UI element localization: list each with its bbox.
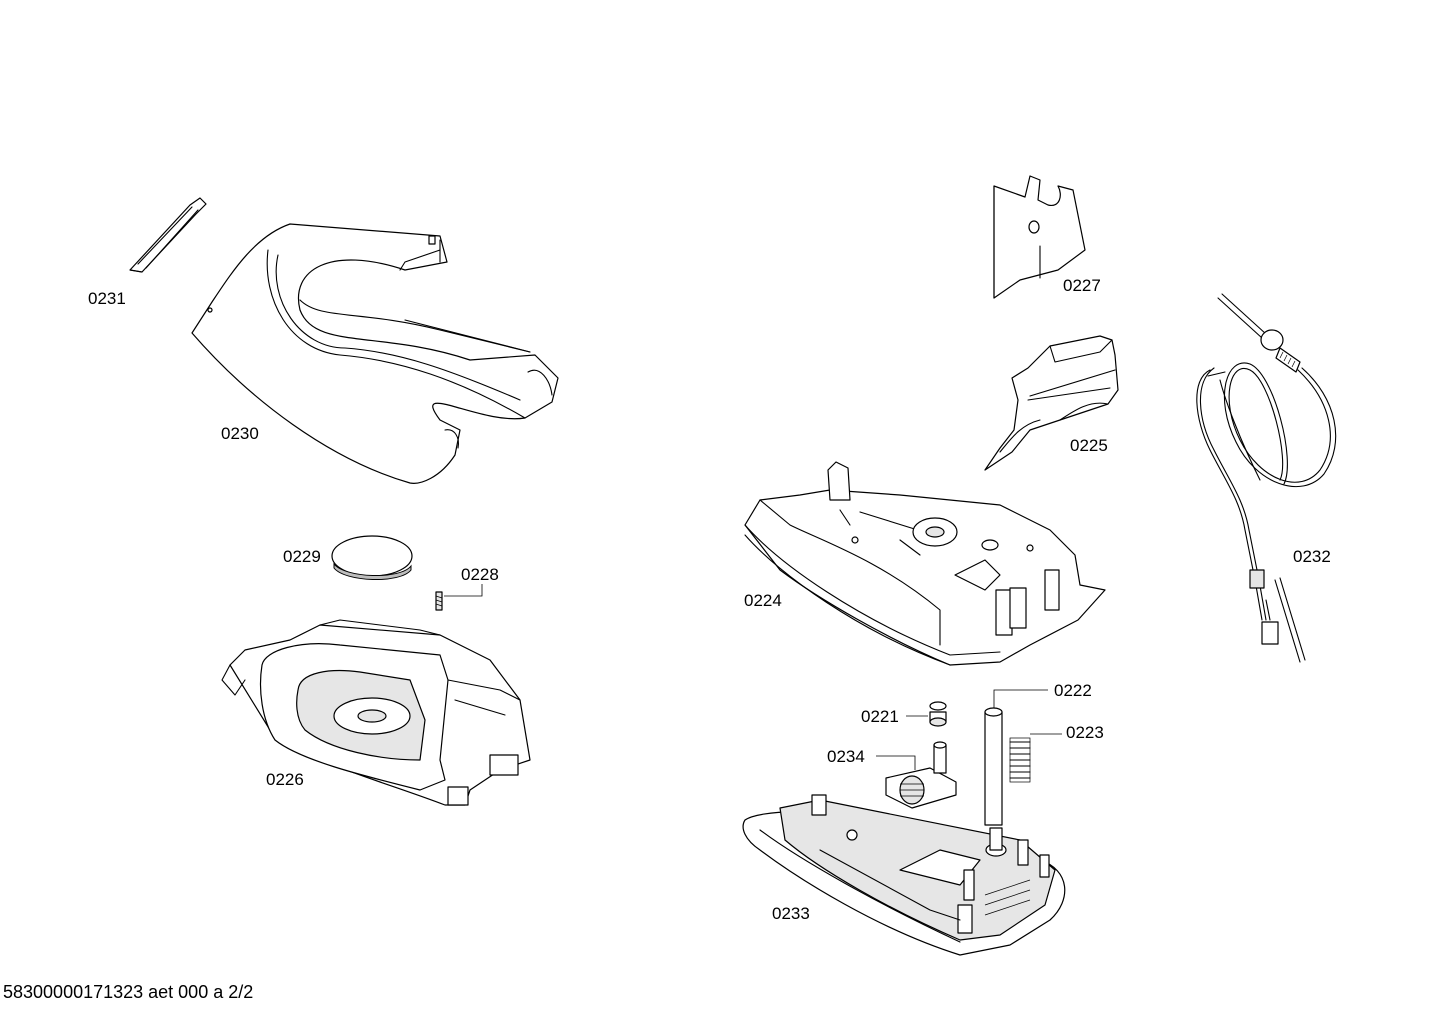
label-0227: 0227: [1063, 276, 1101, 295]
label-0225: 0225: [1070, 436, 1108, 455]
part-0226-handle-base: [221, 619, 531, 806]
part-0231-clip: [129, 197, 207, 273]
label-0226: 0226: [266, 770, 304, 789]
label-0222: 0222: [1054, 681, 1092, 700]
part-0222-tube: [984, 689, 1048, 826]
part-0225-front-cover: [984, 335, 1119, 471]
part-0229-disc: [331, 535, 413, 580]
part-0232-power-cord: [1196, 293, 1337, 663]
part-0221-washer: [906, 701, 947, 727]
label-0231: 0231: [88, 289, 126, 308]
label-0232: 0232: [1293, 547, 1331, 566]
part-0230-handle-cover: [191, 223, 559, 484]
label-0221: 0221: [861, 707, 899, 726]
part-0228-screw: [435, 584, 483, 611]
part-0227-rear-plate: [993, 175, 1086, 299]
label-0223: 0223: [1066, 723, 1104, 742]
part-0224-housing: [744, 461, 1106, 666]
label-0230: 0230: [221, 424, 259, 443]
label-0233: 0233: [772, 904, 810, 923]
part-0233-soleplate: [742, 794, 1066, 956]
label-0228: 0228: [461, 565, 499, 584]
label-0224: 0224: [744, 591, 782, 610]
part-0234-thermostat: [876, 741, 957, 809]
part-0223-spring: [1009, 733, 1062, 783]
document-id-footer: 58300000171323 aet 000 a 2/2: [3, 982, 254, 1002]
label-0234: 0234: [827, 747, 865, 766]
label-0229: 0229: [283, 547, 321, 566]
